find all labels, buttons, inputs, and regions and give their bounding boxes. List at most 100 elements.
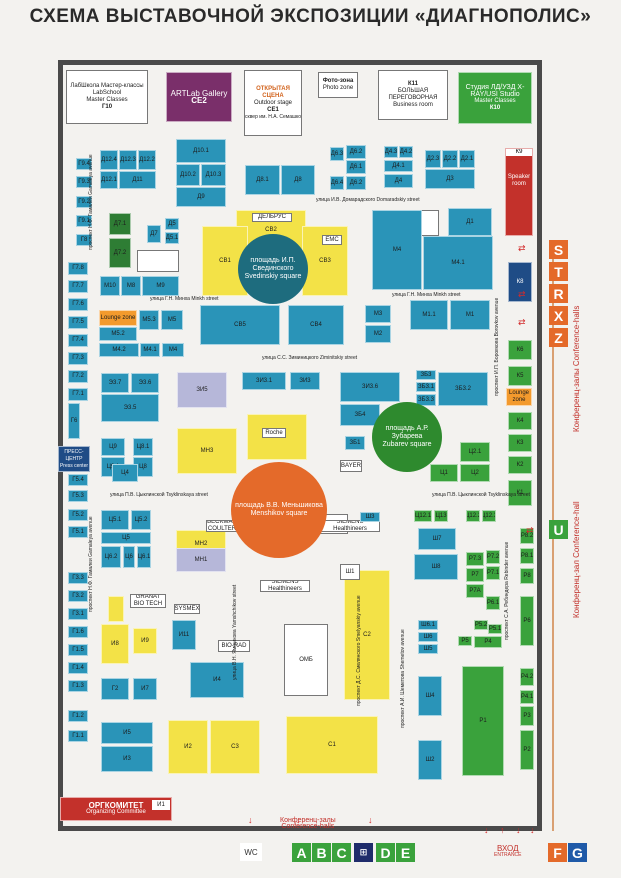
stand-d3[interactable]: Д3 [425,169,475,189]
stand-m8[interactable]: М8 [121,276,141,296]
stand-i10[interactable] [108,596,124,622]
stand-g5-4[interactable]: Г5.4 [68,474,88,486]
stand-r7-3[interactable]: Р7.3 [466,552,484,566]
stand-e3-6[interactable]: Э3.6 [131,373,159,393]
stand-k6[interactable]: К6 [508,340,532,360]
stand-m3[interactable]: М3 [365,305,391,323]
stand-ts6[interactable]: Ц6 [123,546,135,568]
stand-m4-big[interactable]: М4 [372,210,422,290]
stand-d8[interactable]: Д8 [281,165,315,195]
stand-k3[interactable]: К3 [508,434,532,452]
stand-d6-4[interactable]: Д6.4 [330,176,344,190]
stand-sh7[interactable]: Ш7 [418,528,456,550]
stand-d6-3[interactable]: Д6.3 [330,147,344,161]
stand-g5-1[interactable]: Г5.1 [68,526,88,538]
stand-k1[interactable]: К1 [508,480,532,506]
stand-d8-1[interactable]: Д8.1 [245,165,280,195]
stand-i7[interactable]: И7 [133,678,157,700]
stand-s1[interactable]: С1 [286,716,378,774]
stand-g1-5[interactable]: Г1.5 [68,644,88,656]
stand-zi5[interactable]: ЗИ5 [177,372,227,408]
stand-d4-2[interactable]: Д4.2 [399,146,413,158]
hall-e[interactable]: E [396,843,415,862]
stand-d4-3[interactable]: Д4.3 [384,146,398,158]
stand-m9-logo[interactable] [137,250,179,272]
stand-r7-1[interactable]: Р7.1 [486,566,500,580]
stand-sh1[interactable]: Ш1 [340,564,360,580]
hall-u[interactable]: U [549,520,568,539]
business-room[interactable]: К11 БОЛЬШАЯ ПЕРЕГОВОРНАЯ Business room [378,70,448,120]
stand-sh3[interactable]: Ш3 [360,512,380,522]
hall-f[interactable]: F [548,843,567,862]
stand-r6[interactable]: Р6 [520,596,534,646]
stand-r4-2[interactable]: Р4.2 [520,668,534,686]
stand-m4-2[interactable]: М4.2 [99,343,139,357]
stand-r1[interactable]: Р1 [462,666,504,776]
stand-sv5[interactable]: СВ5 [200,305,280,345]
stand-r8[interactable]: Р8 [520,568,534,584]
stand-g7-4[interactable]: Г7.4 [68,334,88,347]
stand-r7a[interactable]: Р7А [466,584,484,598]
stand-i5[interactable]: И5 [101,722,153,744]
stand-g1-4[interactable]: Г1.4 [68,662,88,674]
stand-d12-1[interactable]: Д12.1 [100,171,118,189]
xray-studio[interactable]: Студия ЛД/УЗД X-RAY/USI Studio Master Cl… [458,72,532,124]
hall-z[interactable]: Z [549,328,568,347]
stand-ts5-1[interactable]: Ц5.1 [101,510,129,530]
stand-g7-3[interactable]: Г7.3 [68,352,88,365]
hall-s[interactable]: S [549,240,568,259]
stand-sv4[interactable]: СВ4 [288,305,344,345]
stand-r2[interactable]: Р2 [520,730,534,770]
stand-d6-2[interactable]: Д6.2 [346,145,366,159]
hall-d[interactable]: D [376,843,395,862]
stand-g7-2[interactable]: Г7.2 [68,370,88,383]
stand-zi3-1[interactable]: ЗИ3.1 [242,372,286,390]
stand-d11[interactable]: Д11 [119,171,156,189]
stand-r8-1[interactable]: Р8.1 [520,548,534,564]
stand-g7-7[interactable]: Г7.7 [68,280,88,293]
stand-ts9[interactable]: Ц9 [101,438,125,456]
stand-m1[interactable]: М1 [450,300,490,330]
stand-sh4[interactable]: Ш4 [418,676,442,716]
stand-d10-3[interactable]: Д10.3 [201,164,226,186]
stand-g6[interactable]: Г6 [68,403,80,439]
stand-m4-left[interactable]: М4 [162,343,184,357]
stand-ts12-1[interactable]: Ц12.1 [414,510,432,522]
stand-r5[interactable]: Р5 [458,636,472,646]
artlab-zone[interactable]: ARTLab Gallery СЕ2 [166,72,232,122]
stand-d1[interactable]: Д1 [448,208,492,236]
stand-d7[interactable]: Д7 [147,225,161,243]
stand-d9[interactable]: Д9 [176,187,226,207]
stand-d5[interactable]: Д5 [165,218,179,230]
stand-k4[interactable]: К4 [508,412,532,430]
stand-i3[interactable]: И3 [101,746,153,772]
stand-g7-8[interactable]: Г7.8 [68,262,88,275]
stand-m1-1[interactable]: М1.1 [410,300,448,330]
stand-ts13[interactable]: Ц13 [434,510,448,522]
stand-sh2[interactable]: Ш2 [418,740,442,780]
stand-ts8-1[interactable]: Ц8.1 [133,438,153,456]
stand-m2[interactable]: М2 [365,325,391,343]
stand-mn3[interactable]: МН3 [177,428,237,474]
stand-ts12-2[interactable]: Ц12.2 [466,510,480,522]
stand-r4[interactable]: Р4 [474,636,502,648]
stand-m4-1-big[interactable]: М4.1 [423,236,493,290]
stand-zi3[interactable]: ЗИ3 [290,372,320,390]
stand-d6-1[interactable]: Д6.1 [346,160,366,174]
stand-zb3-2[interactable]: ЗБ3.2 [438,372,488,406]
square-zubarev[interactable]: площадь А.Р. Зубарева Zubarev square [372,402,442,472]
stand-zb3[interactable]: ЗБ3 [416,370,436,380]
stand-g1-6[interactable]: Г1.6 [68,626,88,638]
stand-zb4[interactable]: ЗБ4 [340,404,380,426]
stand-g9-1[interactable]: Г9.1 [76,215,92,227]
square-menshikov[interactable]: площадь В.В. Меньшикова Menshikov square [231,462,327,558]
hall-x[interactable]: X [549,306,568,325]
stand-m10[interactable]: М10 [100,276,120,296]
stand-d6[interactable]: Д6.2 [346,176,366,190]
stand-d7-2[interactable]: Д7.2 [109,238,131,268]
stand-ts5[interactable]: Ц5 [101,532,151,544]
stand-g9-3[interactable]: Г9.3 [76,176,92,188]
hall-r[interactable]: R [549,284,568,303]
hall-t[interactable]: T [549,262,568,281]
stand-ts4[interactable]: Ц4 [112,464,138,482]
